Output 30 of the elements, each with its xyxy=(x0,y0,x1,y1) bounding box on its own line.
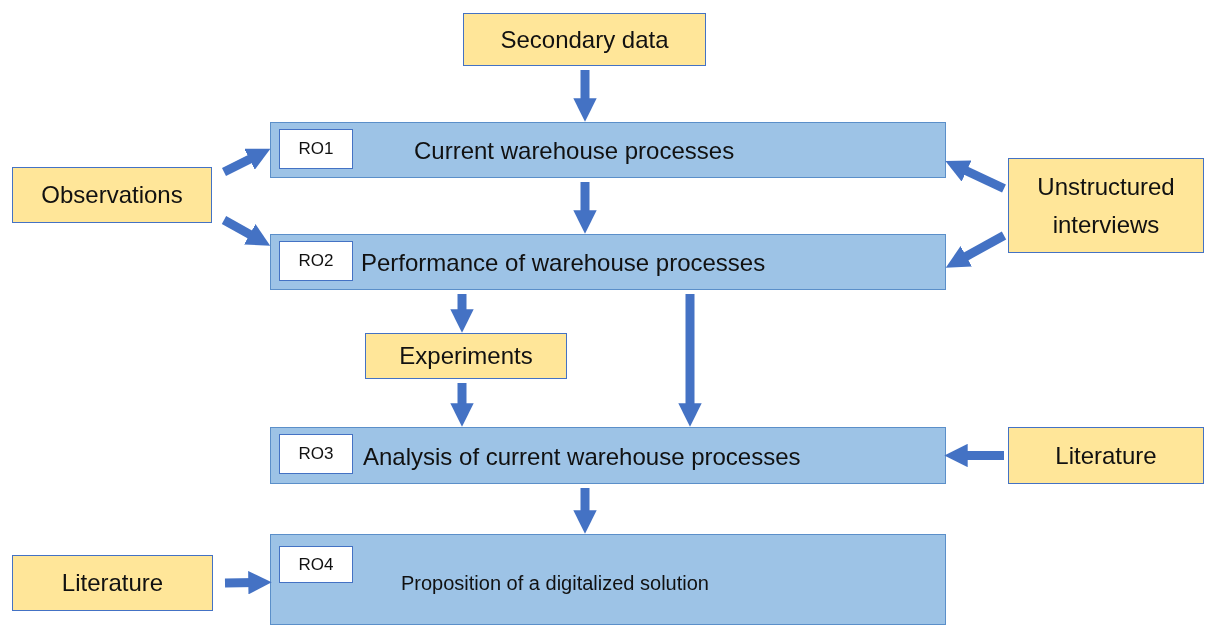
block-arrow xyxy=(944,443,1004,468)
objective-title: Current warehouse processes xyxy=(414,137,735,165)
block-arrow xyxy=(573,70,597,122)
block-arrow xyxy=(945,160,1006,193)
research-objective-box xyxy=(270,234,946,290)
block-arrow xyxy=(678,294,702,427)
block-arrow xyxy=(573,182,597,234)
objective-title: Analysis of current warehouse processes xyxy=(363,443,801,471)
objective-label-box: RO3 xyxy=(279,434,353,474)
data-source-box: Secondary data xyxy=(463,13,706,66)
block-arrow xyxy=(221,216,271,246)
research-objective-box xyxy=(270,534,946,625)
data-source-box: Literature xyxy=(12,555,213,611)
objective-title: Performance of warehouse processes xyxy=(361,249,766,277)
block-arrow xyxy=(573,488,597,534)
block-arrow xyxy=(450,383,474,427)
data-source-box: Literature xyxy=(1008,427,1204,484)
block-arrow xyxy=(945,231,1007,268)
data-source-box: Unstructured interviews xyxy=(1008,158,1204,253)
data-source-box: Observations xyxy=(12,167,212,223)
research-objective-box xyxy=(270,427,946,484)
block-arrow xyxy=(222,148,271,177)
objective-title: Proposition of a digitalized solution xyxy=(401,571,709,595)
block-arrow xyxy=(450,294,474,333)
objective-label-box: RO1 xyxy=(279,129,353,169)
objective-label-box: RO2 xyxy=(279,241,353,281)
block-arrow xyxy=(224,570,272,595)
research-objective-box xyxy=(270,122,946,178)
data-source-box: Experiments xyxy=(365,333,567,379)
objective-label-box: RO4 xyxy=(279,546,353,583)
